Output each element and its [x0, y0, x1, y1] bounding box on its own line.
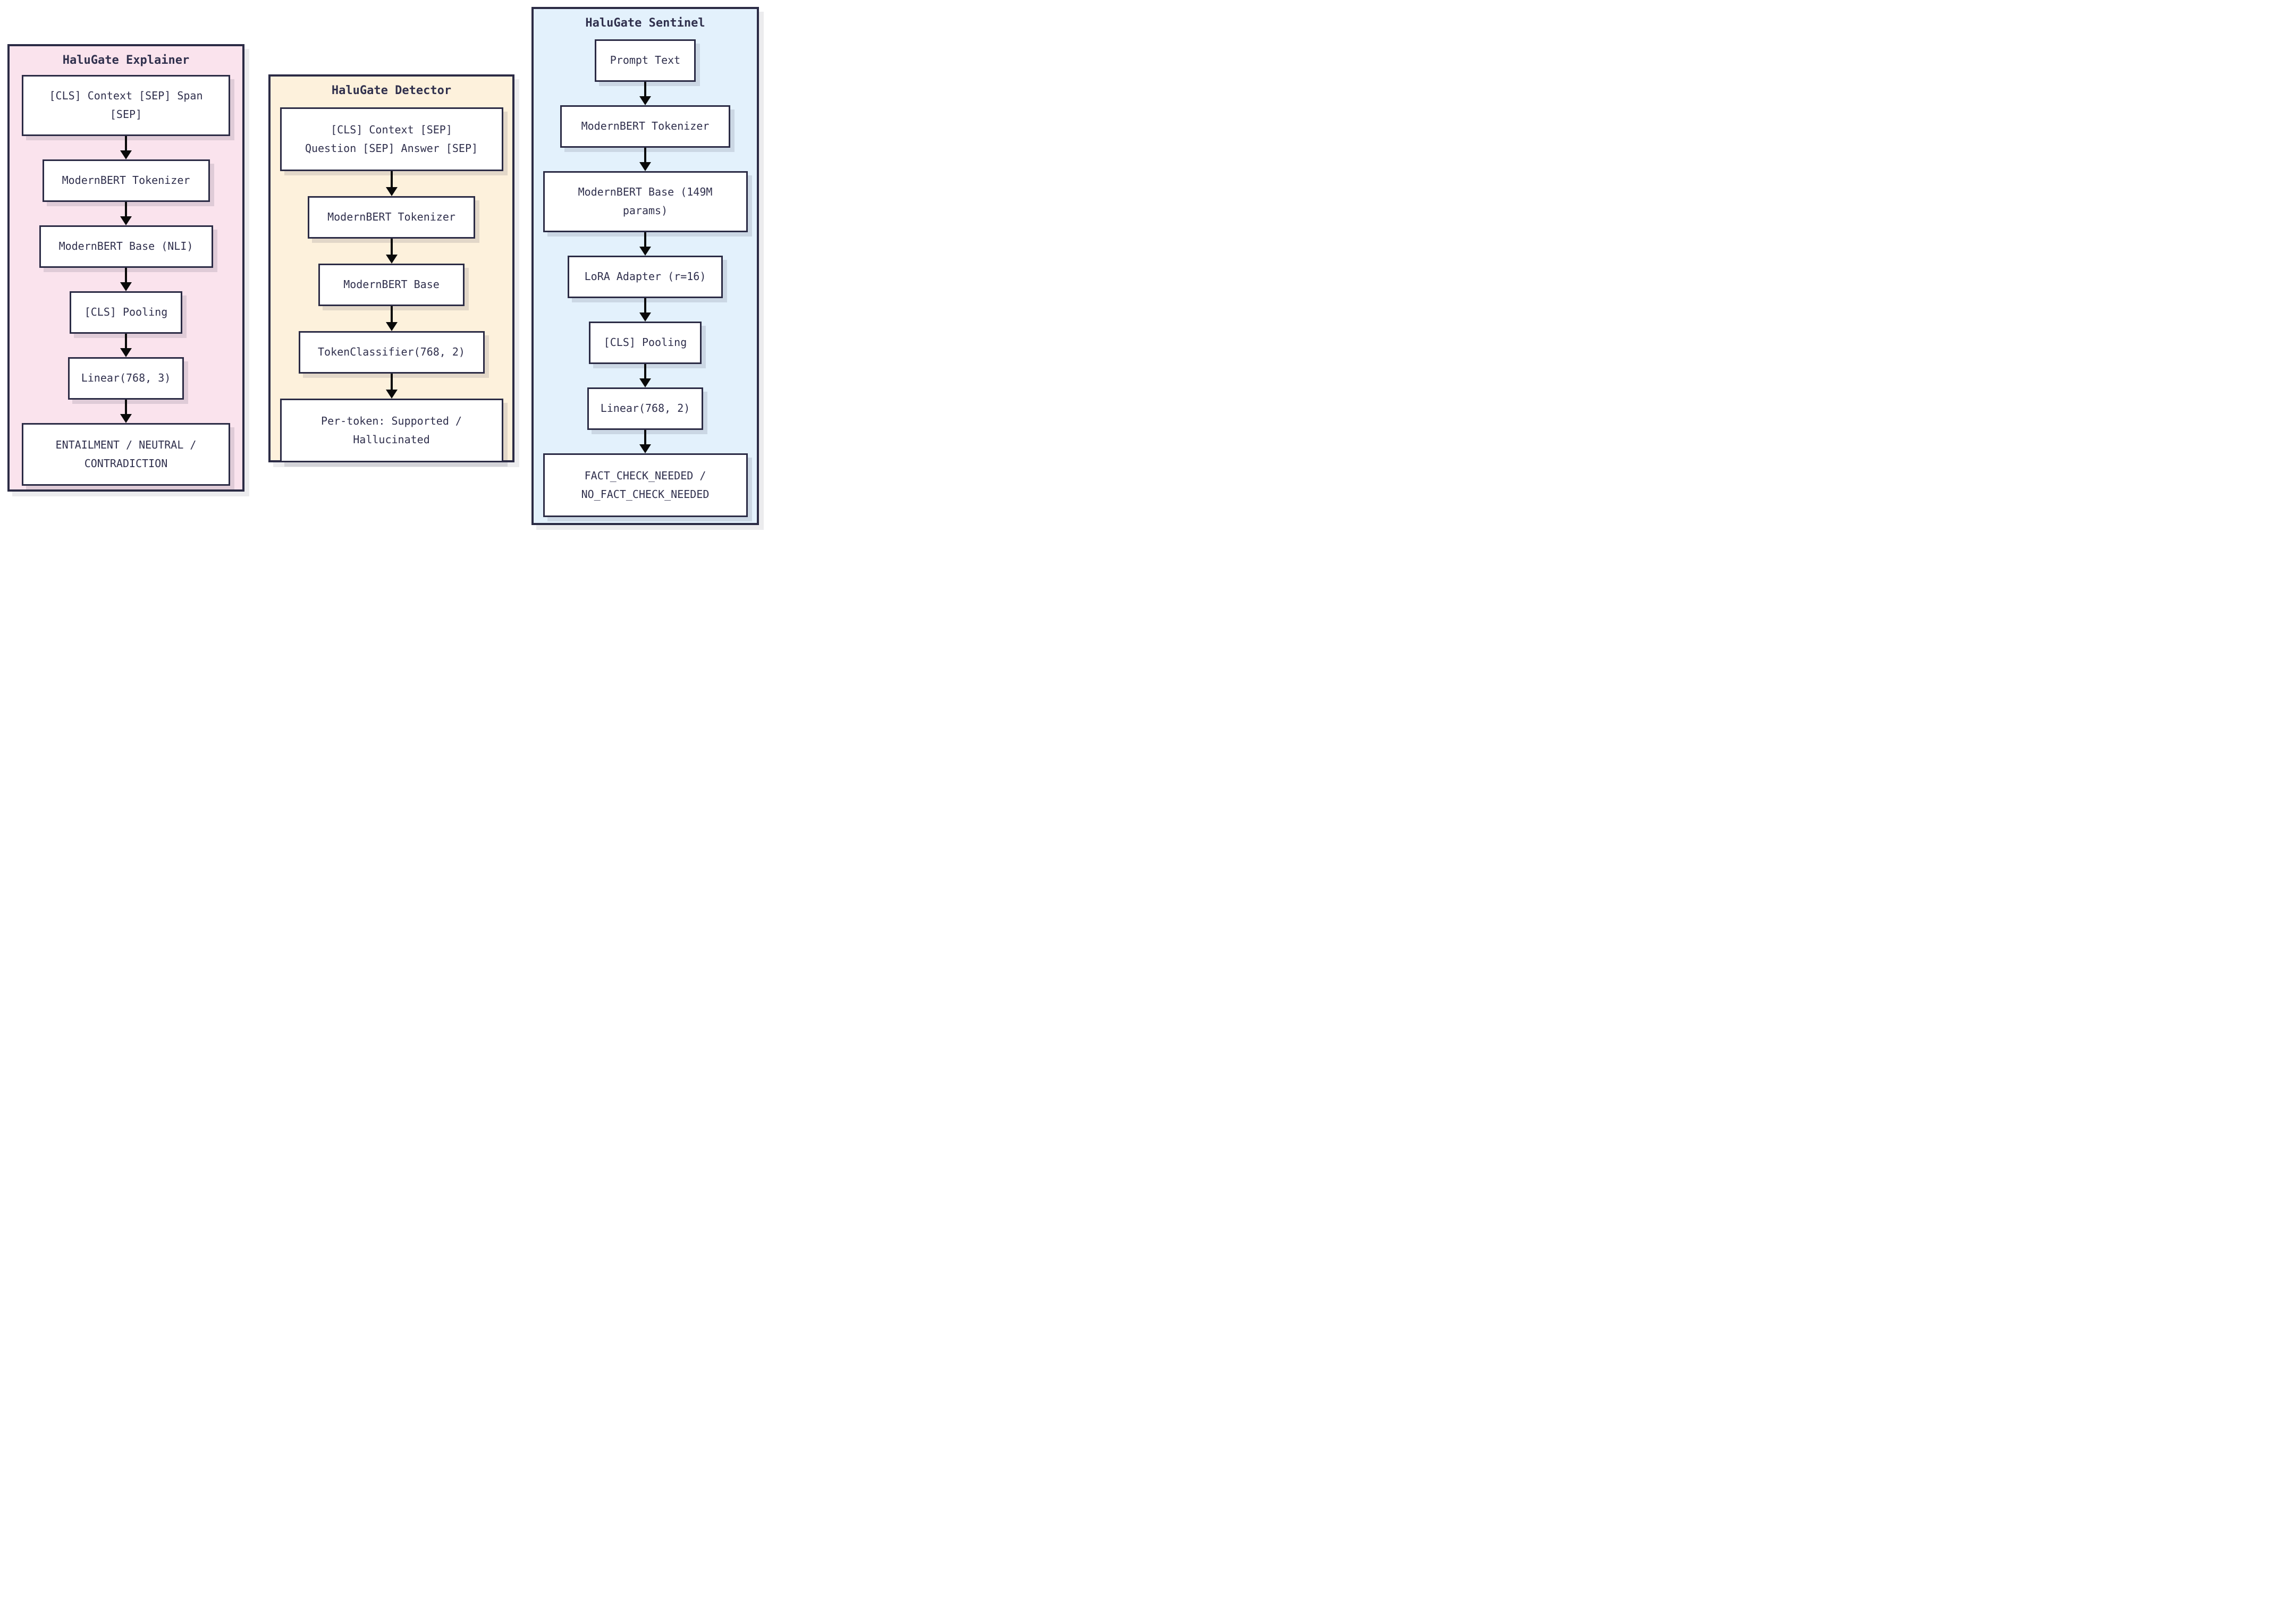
arrow-down-icon — [639, 232, 651, 256]
node-line: Hallucinated — [353, 433, 430, 446]
arrow-shaft — [390, 306, 393, 322]
arrow-head — [639, 444, 651, 453]
arrow-shaft — [390, 238, 393, 255]
arrow-head — [385, 187, 398, 196]
node-line: ModernBERT Tokenizer — [327, 210, 455, 224]
node-explainer-output: ENTAILMENT / NEUTRAL / CONTRADICTION — [22, 423, 230, 486]
node-line: params) — [622, 204, 668, 217]
node-line: Question [SEP] Answer [SEP] — [305, 141, 478, 155]
node-sentinel-lora: LoRA Adapter (r=16) — [568, 255, 723, 298]
node-line: ENTAILMENT / NEUTRAL / — [55, 438, 197, 451]
arrow-head — [120, 413, 132, 423]
arrow-down-icon — [385, 171, 398, 196]
node-line: [CLS] Context [SEP] — [331, 123, 452, 136]
arrow-head — [385, 322, 398, 331]
panel-halugate-explainer: HaluGate Explainer [CLS] Context [SEP] S… — [7, 44, 244, 492]
arrow-down-icon — [385, 238, 398, 264]
arrow-down-icon — [120, 136, 132, 159]
node-explainer-input: [CLS] Context [SEP] Span [SEP] — [22, 74, 230, 136]
node-explainer-tokenizer: ModernBERT Tokenizer — [42, 159, 210, 202]
node-explainer-base: ModernBERT Base (NLI) — [39, 225, 213, 268]
node-detector-input: [CLS] Context [SEP] Question [SEP] Answe… — [280, 107, 503, 171]
arrow-head — [120, 216, 132, 225]
node-sentinel-pooling: [CLS] Pooling — [589, 321, 702, 364]
node-line: [SEP] — [109, 108, 142, 121]
arrow-down-icon — [120, 201, 132, 225]
arrow-head — [639, 246, 651, 256]
arrow-shaft — [125, 267, 127, 282]
node-detector-tokenizer: ModernBERT Tokenizer — [308, 196, 475, 239]
arrow-head — [120, 150, 132, 159]
node-sentinel-linear: Linear(768, 2) — [587, 387, 703, 430]
arrow-shaft — [125, 399, 127, 414]
node-line: [CLS] Pooling — [84, 306, 168, 319]
node-line: TokenClassifier(768, 2) — [318, 345, 465, 359]
node-sentinel-output: FACT_CHECK_NEEDED / NO_FACT_CHECK_NEEDED — [543, 453, 748, 517]
arrow-down-icon — [639, 298, 651, 322]
arrow-shaft — [125, 333, 127, 348]
node-line: ModernBERT Base — [343, 278, 440, 291]
node-line: Linear(768, 3) — [81, 371, 171, 385]
arrow-shaft — [644, 429, 646, 444]
arrow-shaft — [390, 171, 393, 187]
arrow-head — [385, 389, 398, 399]
node-line: ModernBERT Tokenizer — [581, 120, 710, 133]
arrow-shaft — [644, 232, 646, 247]
node-line: FACT_CHECK_NEEDED / — [584, 469, 706, 482]
arrow-head — [639, 312, 651, 322]
node-line: [CLS] Context [SEP] Span — [49, 89, 203, 103]
arrow-head — [385, 254, 398, 264]
arrow-down-icon — [120, 399, 132, 423]
node-sentinel-base: ModernBERT Base (149M params) — [543, 171, 748, 232]
arrow-shaft — [125, 136, 127, 150]
arrow-head — [639, 96, 651, 105]
node-line: [CLS] Pooling — [603, 336, 687, 349]
arrow-down-icon — [385, 306, 398, 331]
node-line: ModernBERT Tokenizer — [62, 174, 190, 187]
panel-halugate-detector: HaluGate Detector [CLS] Context [SEP] Qu… — [268, 74, 514, 462]
node-explainer-linear: Linear(768, 3) — [68, 357, 184, 400]
arrow-down-icon — [385, 373, 398, 399]
panel-halugate-sentinel: HaluGate Sentinel Prompt Text ModernBERT… — [531, 7, 759, 525]
arrow-shaft — [644, 147, 646, 162]
node-sentinel-input: Prompt Text — [595, 39, 696, 82]
panel-title-detector: HaluGate Detector — [331, 84, 452, 97]
arrow-down-icon — [639, 147, 651, 171]
node-detector-output: Per-token: Supported / Hallucinated — [280, 398, 503, 462]
arrow-head — [639, 162, 651, 171]
arrow-down-icon — [120, 333, 132, 357]
node-line: LoRA Adapter (r=16) — [584, 270, 706, 283]
node-line: NO_FACT_CHECK_NEEDED — [581, 487, 710, 501]
arrow-down-icon — [120, 267, 132, 291]
arrow-shaft — [644, 81, 646, 96]
arrow-head — [120, 348, 132, 357]
panel-title-sentinel: HaluGate Sentinel — [585, 16, 705, 30]
node-line: CONTRADICTION — [84, 457, 168, 470]
arrow-down-icon — [639, 364, 651, 387]
node-line: ModernBERT Base (149M — [578, 185, 713, 199]
arrow-down-icon — [639, 81, 651, 105]
arrow-shaft — [644, 298, 646, 312]
node-line: ModernBERT Base (NLI) — [58, 240, 193, 253]
node-line: Prompt Text — [610, 54, 681, 67]
arrow-shaft — [125, 201, 127, 216]
node-line: Linear(768, 2) — [600, 402, 690, 415]
diagram-canvas: HaluGate Explainer [CLS] Context [SEP] S… — [0, 0, 765, 533]
node-detector-base: ModernBERT Base — [318, 263, 465, 306]
node-detector-classifier: TokenClassifier(768, 2) — [298, 331, 485, 374]
arrow-head — [639, 378, 651, 387]
arrow-head — [120, 282, 132, 291]
node-line: Per-token: Supported / — [321, 414, 462, 427]
arrow-down-icon — [639, 429, 651, 453]
arrow-shaft — [390, 373, 393, 390]
panel-title-explainer: HaluGate Explainer — [62, 54, 190, 67]
node-explainer-pooling: [CLS] Pooling — [70, 291, 182, 334]
node-sentinel-tokenizer: ModernBERT Tokenizer — [560, 105, 730, 148]
arrow-shaft — [644, 364, 646, 378]
